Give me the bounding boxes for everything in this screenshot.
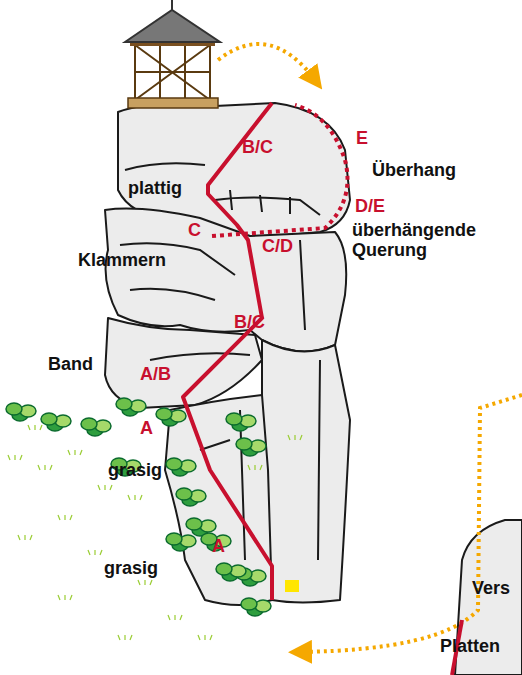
- route-grade: B/C: [234, 312, 265, 332]
- route-grade: A: [140, 418, 153, 438]
- route-grade: B/C: [242, 137, 273, 157]
- route-grade: E: [356, 128, 368, 148]
- rock-label: Vers: [472, 578, 510, 598]
- rock-label: grasig: [108, 460, 162, 480]
- rock-label: plattig: [128, 178, 182, 198]
- rock-label: Band: [48, 354, 93, 374]
- route-grade: D/E: [355, 196, 385, 216]
- rock-label: grasig: [104, 558, 158, 578]
- route-grade: A/B: [140, 364, 171, 384]
- rock-label: Platten: [440, 636, 500, 656]
- rock-label: überhängende Querung: [352, 220, 482, 260]
- route-grade: C: [188, 220, 201, 240]
- rock-label: Klammern: [78, 250, 166, 270]
- rock-label: Überhang: [372, 160, 456, 180]
- route-grade: C/D: [262, 236, 293, 256]
- route-grade: A: [212, 536, 225, 556]
